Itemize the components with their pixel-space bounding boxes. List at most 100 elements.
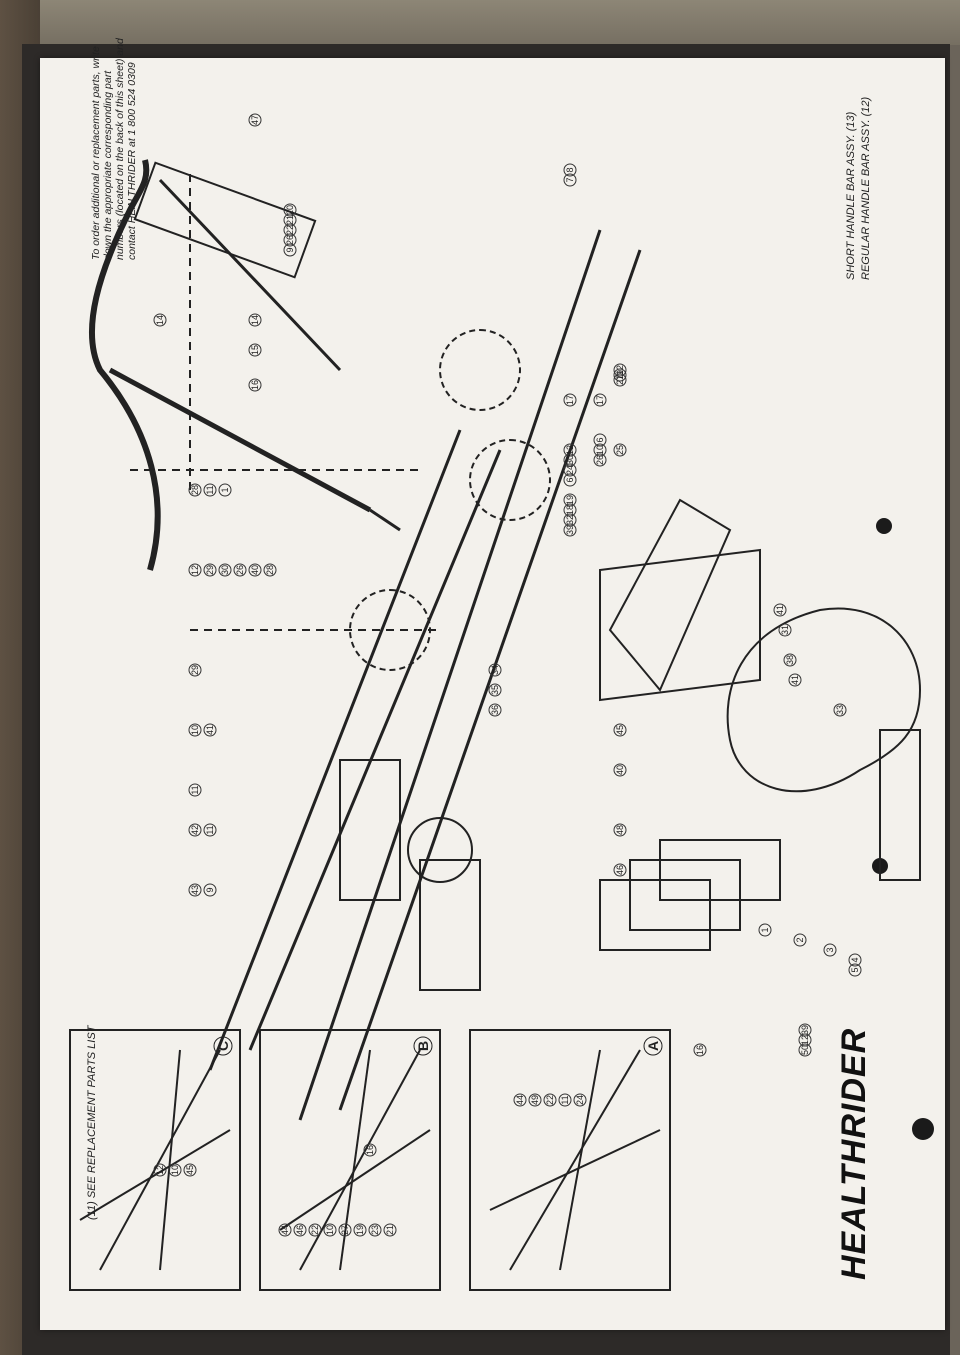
callout-number: 26 bbox=[595, 455, 605, 465]
callout-mid: 39 bbox=[563, 523, 577, 537]
callout-mid: 35 bbox=[488, 683, 502, 697]
callout-number: 18 bbox=[565, 505, 575, 515]
callout-detail_c: 10 bbox=[168, 1163, 182, 1177]
assembly-sheet bbox=[40, 58, 945, 1330]
callout-detail_b: 19 bbox=[353, 1223, 367, 1237]
callout-top_row: 2 bbox=[793, 933, 807, 947]
callout-detail_b: 22 bbox=[308, 1223, 322, 1237]
callout-mid: 25 bbox=[613, 443, 627, 457]
callout-number: 10 bbox=[595, 445, 605, 455]
seat-drawing bbox=[726, 607, 922, 793]
callout-mid: 34 bbox=[488, 663, 502, 677]
callout-seat: 41 bbox=[788, 673, 802, 687]
callout-mid: 12 bbox=[613, 363, 627, 377]
callout-number: 34 bbox=[490, 665, 500, 675]
callout-number: 41 bbox=[205, 725, 215, 735]
callout-number: 1 bbox=[220, 487, 230, 492]
callout-mid: 18 bbox=[563, 503, 577, 517]
callout-bottom_row: 28 bbox=[263, 563, 277, 577]
callout-detail_a: 49 bbox=[528, 1093, 542, 1107]
callout-bottom_row: 10 bbox=[188, 723, 202, 737]
callout-number: 29 bbox=[205, 565, 215, 575]
callout-number: 12 bbox=[565, 445, 575, 455]
callout-number: 12 bbox=[800, 1035, 810, 1045]
callout-detail_a: 39 bbox=[798, 1023, 812, 1037]
callout-number: 40 bbox=[615, 765, 625, 775]
callout-handlebar: 14 bbox=[248, 313, 262, 327]
callout-number: 20 bbox=[285, 205, 295, 215]
callout-mid: 48 bbox=[613, 823, 627, 837]
callout-number: 7 bbox=[565, 177, 575, 182]
callout-number: 22 bbox=[285, 225, 295, 235]
callout-number: 14 bbox=[250, 315, 260, 325]
callout-bottom_row: 30 bbox=[218, 563, 232, 577]
callout-mid: 30 bbox=[563, 453, 577, 467]
callout-bottom_row: 11 bbox=[188, 783, 202, 797]
callout-mid: 32 bbox=[563, 513, 577, 527]
callout-number: 39 bbox=[800, 1025, 810, 1035]
callout-bottom_row: 40 bbox=[248, 563, 262, 577]
callout-number: 28 bbox=[190, 485, 200, 495]
callout-number: 16 bbox=[365, 1145, 375, 1155]
callout-number: 45 bbox=[185, 1165, 195, 1175]
callout-number: 24 bbox=[565, 465, 575, 475]
callout-top_row: 4 bbox=[848, 953, 862, 967]
callout-number: 12 bbox=[615, 365, 625, 375]
callout-number: 8 bbox=[565, 167, 575, 172]
callout-number: 49 bbox=[530, 1095, 540, 1105]
callout-bottom_row: 43 bbox=[188, 883, 202, 897]
callout-detail_a: 44 bbox=[513, 1093, 527, 1107]
callout-bottom_row: 9 bbox=[203, 883, 217, 897]
callout-number: 22 bbox=[310, 1225, 320, 1235]
callout-detail_b: 16 bbox=[363, 1143, 377, 1157]
callout-number: 10 bbox=[190, 725, 200, 735]
callout-number: 41 bbox=[790, 675, 800, 685]
callout-number: 43 bbox=[190, 885, 200, 895]
callout-side_column: 10 bbox=[593, 443, 607, 457]
callout-number: 28 bbox=[265, 565, 275, 575]
detail-b-label: B bbox=[415, 1041, 431, 1051]
callout-bottom_row: 42 bbox=[188, 823, 202, 837]
callout-side_column: 47 bbox=[248, 113, 262, 127]
callout-number: 14 bbox=[155, 315, 165, 325]
callout-seat: 38 bbox=[783, 653, 797, 667]
callout-handlebar: 16 bbox=[248, 378, 262, 392]
callout-bottom_row: 26 bbox=[233, 563, 247, 577]
callout-number: 10 bbox=[325, 1225, 335, 1235]
callout-number: 15 bbox=[250, 345, 260, 355]
callout-number: 48 bbox=[615, 825, 625, 835]
callout-number: 30 bbox=[220, 565, 230, 575]
callout-mid: 24 bbox=[563, 463, 577, 477]
callout-mid: 45 bbox=[613, 723, 627, 737]
callout-number: 44 bbox=[280, 1225, 290, 1235]
detail-b-box bbox=[259, 1029, 441, 1291]
callout-detail_b: 46 bbox=[293, 1223, 307, 1237]
callout-number: 16 bbox=[250, 380, 260, 390]
callout-top_row: 3 bbox=[823, 943, 837, 957]
callout-number: 11 bbox=[205, 485, 215, 494]
callout-number: 29 bbox=[190, 665, 200, 675]
callout-number: 50 bbox=[800, 1045, 810, 1055]
callout-number: 11 bbox=[190, 785, 200, 794]
callout-number: 2 bbox=[795, 937, 805, 942]
callout-number: 27 bbox=[615, 375, 625, 385]
callout-bottom_row: 11 bbox=[203, 823, 217, 837]
callout-side_column: 17 bbox=[593, 393, 607, 407]
callout-number: 32 bbox=[565, 515, 575, 525]
handlebar-drawing bbox=[88, 159, 161, 571]
callout-bottom_row: 28 bbox=[188, 483, 202, 497]
callout-number: 19 bbox=[355, 1225, 365, 1235]
callout-number: 10 bbox=[170, 1165, 180, 1175]
callout-top_row: 1 bbox=[758, 923, 772, 937]
callout-handlebar: 15 bbox=[248, 343, 262, 357]
callout-side_column: 26 bbox=[593, 453, 607, 467]
callout-detail_a: 50 bbox=[798, 1043, 812, 1057]
callout-number: 11 bbox=[205, 825, 215, 834]
callout-detail_b: 44 bbox=[278, 1223, 292, 1237]
callout-number: 26 bbox=[285, 235, 295, 245]
callout-number: 35 bbox=[490, 685, 500, 695]
callout-number: 27 bbox=[340, 1225, 350, 1235]
callout-number: 12 bbox=[155, 1165, 165, 1175]
callout-detail_c: 12 bbox=[153, 1163, 167, 1177]
callout-mid: 46 bbox=[613, 863, 627, 877]
